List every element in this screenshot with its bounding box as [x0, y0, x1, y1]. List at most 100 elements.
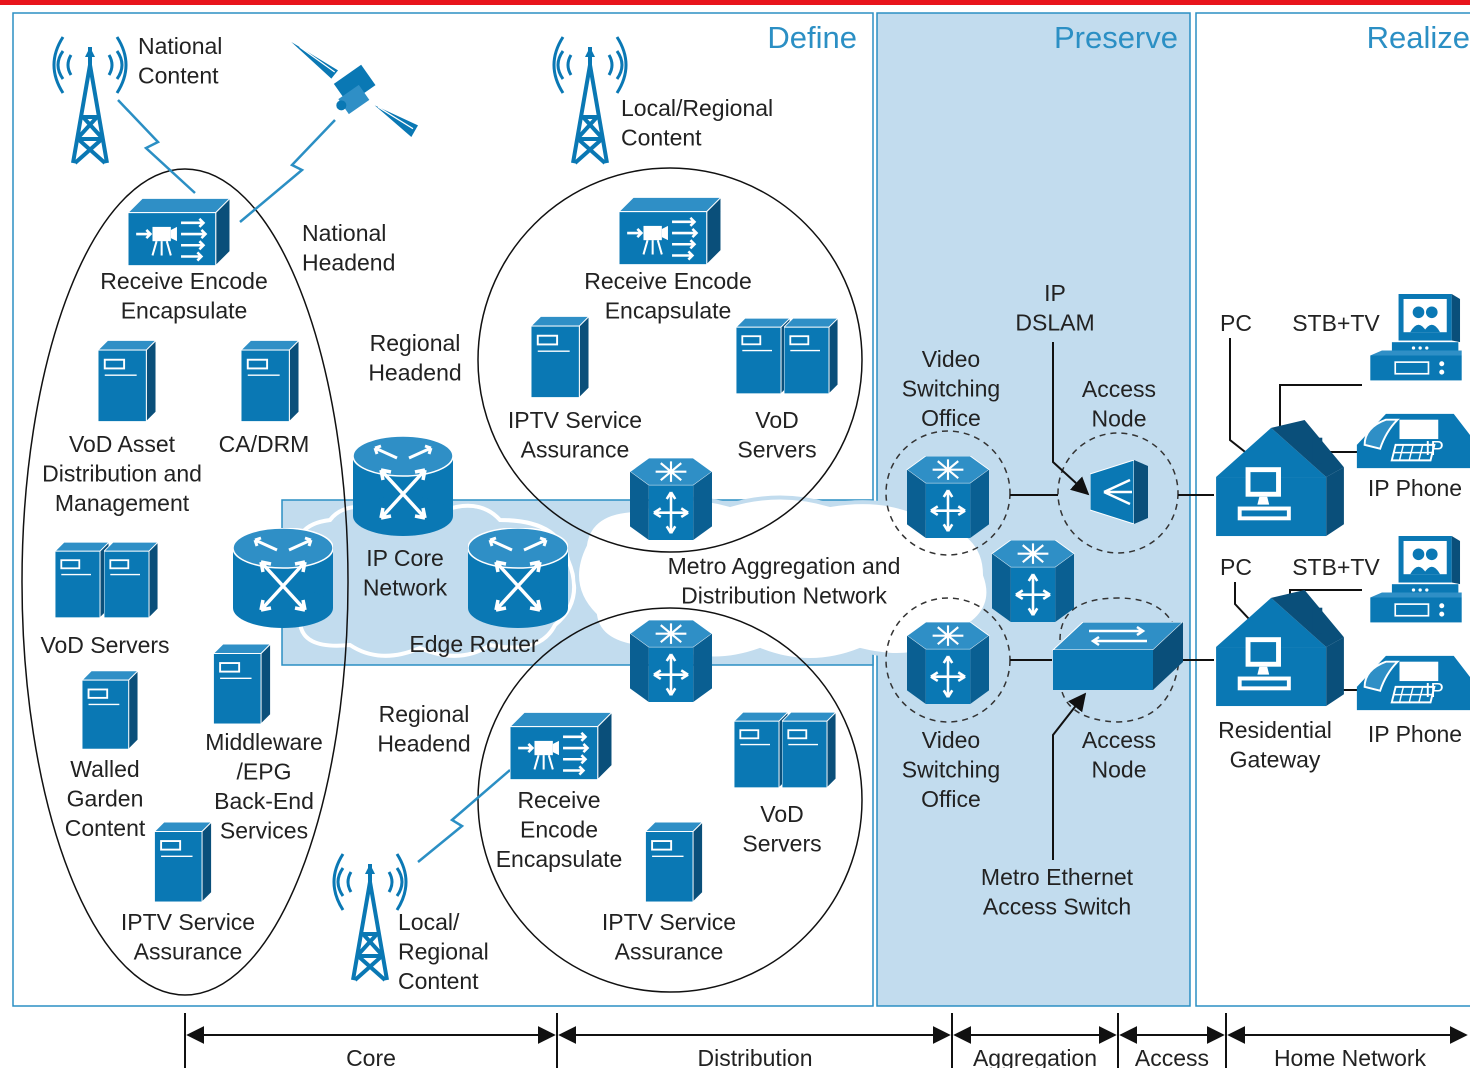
- ip-core-network-label-line-1: Network: [363, 575, 448, 601]
- reg1-iptv-sa-label-line-1: Assurance: [521, 437, 630, 463]
- reg1-aggregation-switch-icon: [628, 458, 714, 540]
- stb-tv-bottom-label: STB+TV: [1292, 554, 1380, 580]
- edge-router-label-line-0: Edge Router: [409, 631, 538, 657]
- national-encoder-icon: [128, 198, 230, 266]
- middleware-server-icon: [213, 644, 271, 724]
- local-regional-content-bottom-label-line-2: Content: [398, 968, 479, 994]
- ip-dslam-label-line-0: IP: [1044, 280, 1066, 306]
- national-receive-encode-label-line-1: Encapsulate: [121, 298, 248, 324]
- national-headend-ellipse: [21, 168, 349, 996]
- pointer-ip-dslam: [1052, 342, 1090, 496]
- pointer-metro-ethernet: [1052, 692, 1087, 860]
- reg1-vod-server-icon-2: [784, 317, 838, 395]
- reg1-receive-encode-label-line-1: Encapsulate: [605, 298, 732, 324]
- wireless-link-national: [117, 99, 196, 194]
- iptv-sa-left-label-line-0: IPTV Service: [121, 909, 255, 935]
- ip-phone-top-label: IP Phone: [1368, 475, 1462, 501]
- reg2-vod-server-icon-1: [734, 711, 788, 789]
- vod-asset-label-line-2: Management: [55, 490, 190, 516]
- link-house-top-to-stb: [1279, 384, 1362, 430]
- realize-title: Realize: [1367, 20, 1470, 55]
- national-headend-label-line-1: Headend: [302, 250, 395, 276]
- metro-network-label-line-1: Distribution Network: [681, 583, 887, 609]
- ca-drm-label-line-0: CA/DRM: [219, 431, 310, 457]
- national-headend-label-line-0: National: [302, 220, 386, 246]
- ip-phone-top-label-line-0: IP Phone: [1368, 475, 1462, 501]
- pc-top-label: PC: [1220, 310, 1252, 336]
- regional-headend-bottom-label-line-1: Headend: [377, 731, 470, 757]
- segment-bar: Core Distribution Aggregation Access Hom…: [184, 1013, 1468, 1068]
- top-red-stripe: [0, 0, 1470, 5]
- ca-drm-label: CA/DRM: [219, 431, 310, 457]
- pc-bottom-label: PC: [1220, 554, 1252, 580]
- segment-label-core: Core: [346, 1045, 396, 1068]
- reg1-receive-encode-label-line-0: Receive Encode: [584, 268, 752, 294]
- vod-servers-left-icon-1: [55, 541, 109, 619]
- vso-bottom-label-line-2: Office: [921, 786, 981, 812]
- regional-headend-top-circle: [477, 167, 863, 553]
- reg2-encoder-icon: [510, 712, 612, 780]
- access-node-bottom-label-line-0: Access: [1082, 727, 1156, 753]
- access-node-bottom-label-line-1: Node: [1092, 757, 1147, 783]
- ip-dslam-label-line-1: DSLAM: [1015, 310, 1094, 336]
- metro-ethernet-switch-label-line-0: Metro Ethernet: [981, 864, 1134, 890]
- reg2-receive-encode-label-line-1: Encode: [520, 817, 598, 843]
- vod-asset-label-line-0: VoD Asset: [69, 431, 176, 457]
- reg1-vod-server-icon-1: [736, 317, 790, 395]
- iptv-sa-left-label-line-1: Assurance: [134, 939, 243, 965]
- reg1-encoder-icon: [619, 197, 721, 265]
- iptv-sa-left-server-icon: [154, 822, 212, 902]
- vod-asset-server-icon: [98, 340, 156, 422]
- reg2-vod-label-line-1: Servers: [742, 831, 821, 857]
- reg1-iptv-sa-label-line-0: IPTV Service: [508, 407, 642, 433]
- middleware-label-line-2: Back-End: [214, 788, 314, 814]
- national-router-icon: [233, 528, 333, 628]
- vso-top-switch-icon: [905, 456, 991, 538]
- regional-headend-bottom-label-line-0: Regional: [379, 701, 470, 727]
- ip-phone-bottom-label: IP Phone: [1368, 721, 1462, 747]
- reg2-receive-encode-label-line-0: Receive: [517, 787, 600, 813]
- vso-top-label-line-0: Video: [922, 346, 980, 372]
- stb-tv-top-label-line-0: STB+TV: [1292, 310, 1380, 336]
- metro-network-label-line-0: Metro Aggregation and: [668, 553, 901, 579]
- vod-asset-label-line-1: Distribution and: [42, 461, 202, 487]
- ip-phone-bottom-badge: IP: [1425, 680, 1444, 702]
- regional-headend-top-label-line-1: Headend: [368, 360, 461, 386]
- reg1-vod-label-line-0: VoD: [755, 407, 798, 433]
- residential-gateway-label-line-1: Gateway: [1230, 747, 1321, 773]
- ip-dslam-label: IP DSLAM: [1015, 280, 1094, 336]
- metro-core-switch-icon: [990, 540, 1076, 622]
- reg2-vod-label-line-0: VoD: [760, 801, 803, 827]
- walled-garden-label-line-1: Garden: [67, 786, 144, 812]
- stb-tv-top-label: STB+TV: [1292, 310, 1380, 336]
- vod-servers-left-label: VoD Servers: [40, 632, 169, 658]
- access-node-top-label-line-1: Node: [1092, 406, 1147, 432]
- local-regional-content-top-label-line-0: Local/Regional: [621, 95, 773, 121]
- reg2-iptv-sa-label-line-0: IPTV Service: [602, 909, 736, 935]
- reg2-iptv-sa-server-icon: [645, 822, 703, 902]
- ip-core-router-icon: [353, 436, 453, 536]
- vso-top-dashed: [885, 430, 1011, 556]
- local-regional-content-bottom-label-line-1: Regional: [398, 939, 489, 965]
- ip-phone-bottom-label-line-0: IP Phone: [1368, 721, 1462, 747]
- regional-headend-top-label-line-0: Regional: [370, 330, 461, 356]
- regional-headend-bottom-circle: [477, 607, 863, 993]
